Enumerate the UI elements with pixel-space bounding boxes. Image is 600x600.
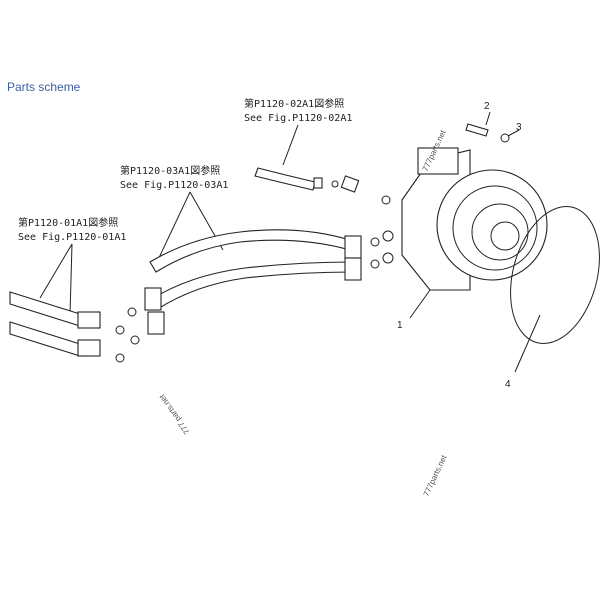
upper-hose bbox=[254, 167, 360, 193]
pipes-01a1 bbox=[9, 291, 125, 363]
svg-text:第P1120-01A1図参照: 第P1120-01A1図参照 bbox=[18, 216, 118, 229]
svg-text:See Fig.P1120-01A1: See Fig.P1120-01A1 bbox=[18, 232, 126, 243]
reference-label-03a1[interactable]: 第P1120-03A1図参照 See Fig.P1120-03A1 bbox=[120, 164, 228, 191]
watermark: 777 parts.net bbox=[157, 392, 192, 436]
reference-label-01a1[interactable]: 第P1120-01A1図参照 See Fig.P1120-01A1 bbox=[18, 216, 126, 243]
svg-text:See Fig.P1120-03A1: See Fig.P1120-03A1 bbox=[120, 180, 228, 191]
watermark: 777parts.net bbox=[422, 453, 449, 498]
hoses-03a1 bbox=[127, 229, 380, 345]
callout-2[interactable]: 2 bbox=[484, 101, 490, 112]
o-ring bbox=[510, 206, 600, 344]
svg-text:第P1120-02A1図参照: 第P1120-02A1図参照 bbox=[244, 97, 344, 110]
page-title: Parts scheme bbox=[7, 80, 81, 94]
callout-3[interactable]: 3 bbox=[516, 122, 522, 133]
svg-text:第P1120-03A1図参照: 第P1120-03A1図参照 bbox=[120, 164, 220, 177]
svg-text:See Fig.P1120-02A1: See Fig.P1120-02A1 bbox=[244, 113, 352, 124]
travel-motor[interactable] bbox=[381, 147, 548, 291]
callout-4[interactable]: 4 bbox=[505, 379, 511, 390]
leader-lines bbox=[39, 111, 541, 373]
reference-label-02a1[interactable]: 第P1120-02A1図参照 See Fig.P1120-02A1 bbox=[244, 97, 352, 124]
bolt bbox=[465, 123, 510, 143]
callout-1[interactable]: 1 bbox=[397, 320, 403, 331]
